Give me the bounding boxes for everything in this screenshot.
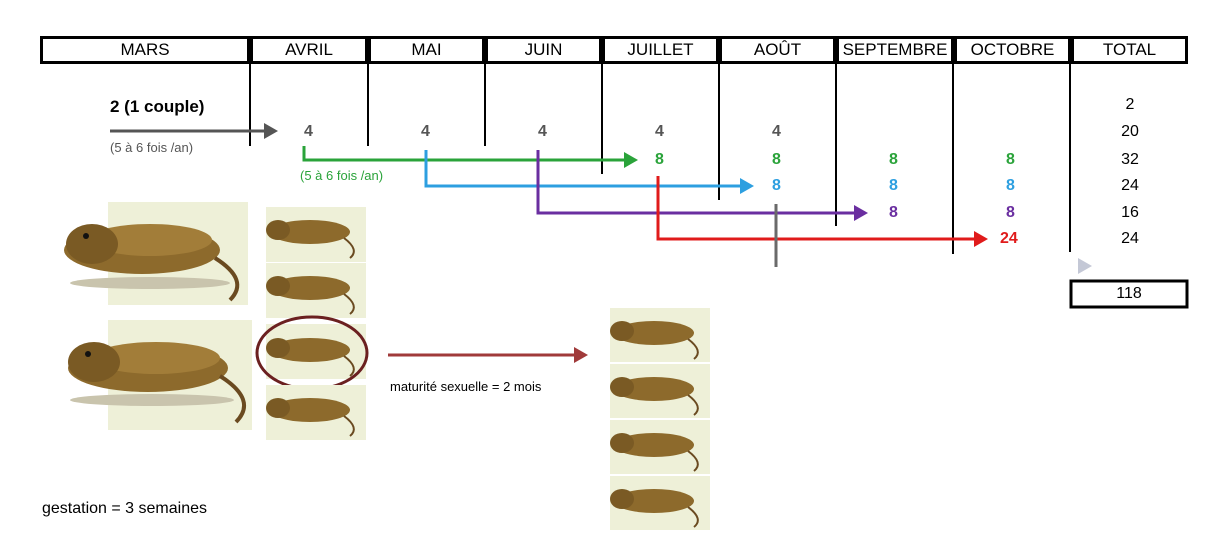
red-arrow [656, 176, 988, 247]
offspring-rat-image [610, 420, 710, 474]
red-value-octobre: 24 [1000, 230, 1018, 247]
column-divider [367, 64, 369, 146]
total-row-1: 2 [1125, 96, 1135, 113]
purple-value-octobre: 8 [1006, 204, 1015, 221]
offspring-rat-image [610, 476, 710, 530]
baby-rat-image [266, 263, 366, 318]
header-septembre: SEPTEMBRE [836, 36, 954, 64]
column-divider [1069, 64, 1071, 252]
column-divider [249, 64, 251, 146]
header-mars: MARS [40, 36, 250, 64]
header-juin-label: JUIN [524, 40, 563, 59]
purple-value-septembre: 8 [889, 204, 898, 221]
total-row-3: 32 [1121, 151, 1139, 168]
column-divider [718, 64, 720, 200]
parent-rat-image-1 [64, 202, 248, 305]
grand-total-box [1069, 279, 1189, 309]
header-mai-label: MAI [411, 40, 442, 59]
maturity-note: maturité sexuelle = 2 mois [390, 379, 542, 394]
value-4-avril: 4 [304, 123, 313, 140]
blue-value-aout: 8 [772, 177, 781, 194]
grand-total-value: 118 [1116, 285, 1142, 302]
value-4-mai: 4 [421, 123, 430, 140]
header-total-label: TOTAL [1102, 40, 1157, 59]
total-row-6: 24 [1121, 230, 1139, 247]
value-4-juin: 4 [538, 123, 547, 140]
gray-arrow [774, 204, 1092, 274]
blue-value-septembre: 8 [889, 177, 898, 194]
header-avril: AVRIL [250, 36, 368, 64]
header-avril-label: AVRIL [285, 40, 333, 59]
green-value-aout: 8 [772, 151, 781, 168]
parent-rat-image-2 [68, 320, 252, 430]
column-divider [484, 64, 486, 146]
litter-note-green: (5 à 6 fois /an) [300, 168, 384, 183]
header-mai: MAI [368, 36, 485, 64]
litter-note-dark: (5 à 6 fois /an) [110, 140, 194, 155]
header-septembre-label: SEPTEMBRE [842, 40, 948, 59]
blue-arrow [424, 150, 754, 194]
baby-rat-image [266, 385, 366, 440]
header-octobre: OCTOBRE [954, 36, 1071, 64]
header-mars-label: MARS [120, 40, 170, 59]
start-label: 2 (1 couple) [110, 97, 205, 116]
total-row-5: 16 [1121, 204, 1139, 221]
header-aout-label: AOÛT [753, 40, 802, 59]
maturity-arrow [388, 347, 588, 363]
column-divider [601, 64, 603, 174]
green-arrow [302, 146, 638, 168]
start-arrow [110, 123, 278, 139]
header-total: TOTAL [1071, 36, 1188, 64]
value-4-aout: 4 [772, 123, 781, 140]
gestation-note: gestation = 3 semaines [42, 500, 207, 517]
green-value-juillet: 8 [655, 151, 664, 168]
baby-rat-image [266, 207, 366, 262]
column-divider [952, 64, 954, 254]
blue-value-octobre: 8 [1006, 177, 1015, 194]
header-aout: AOÛT [719, 36, 836, 64]
baby-rat-image [266, 324, 366, 379]
header-octobre-label: OCTOBRE [970, 40, 1055, 59]
column-divider [835, 64, 837, 226]
value-4-juillet: 4 [655, 123, 664, 140]
offspring-rat-image [610, 364, 710, 418]
offspring-rat-image [610, 308, 710, 362]
header-juin: JUIN [485, 36, 602, 64]
header-juillet: JUILLET [602, 36, 719, 64]
green-value-octobre: 8 [1006, 151, 1015, 168]
green-value-septembre: 8 [889, 151, 898, 168]
total-row-2: 20 [1121, 123, 1139, 140]
header-juillet-label: JUILLET [627, 40, 694, 59]
total-row-4: 24 [1121, 177, 1139, 194]
purple-arrow [536, 150, 868, 221]
